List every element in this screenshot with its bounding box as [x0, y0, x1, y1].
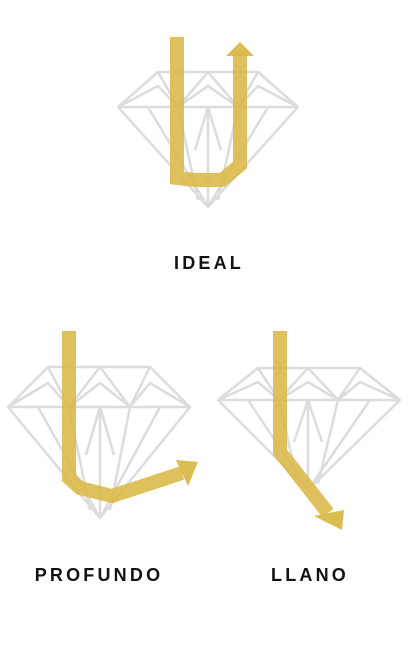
cut-label-llano: LLANO — [271, 565, 349, 585]
profundo-diamond-illustration — [6, 331, 198, 520]
light-ray-ideal — [170, 37, 254, 187]
diagram-ideal — [0, 0, 408, 230]
llano-diamond-illustration — [216, 331, 402, 530]
diagram-llano — [210, 320, 408, 530]
cut-label-ideal: IDEAL — [174, 253, 244, 273]
cut-label-profundo: PROFUNDO — [34, 565, 164, 585]
light-ray-llano — [273, 331, 344, 530]
light-ray-profundo — [62, 331, 198, 504]
diamond-outline-llano — [216, 366, 402, 492]
ideal-diamond-illustration — [116, 37, 300, 209]
diagram-profundo — [0, 320, 210, 530]
